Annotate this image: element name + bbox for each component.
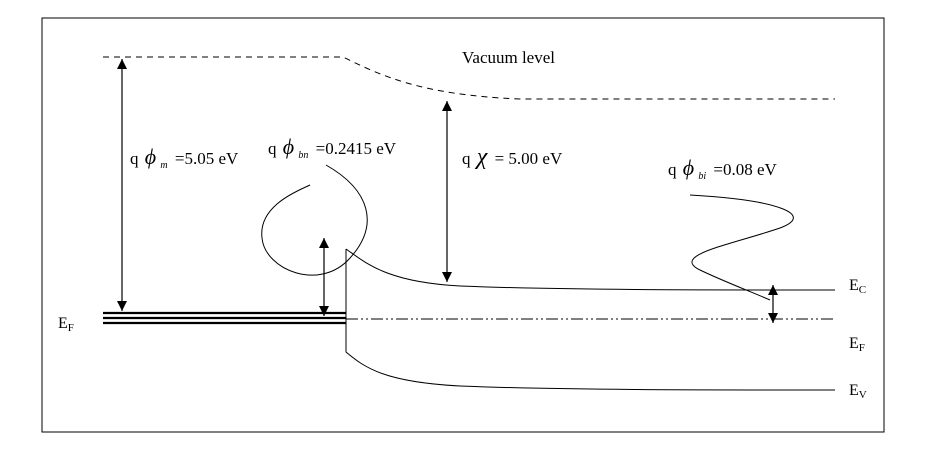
valence-band-edge bbox=[345, 320, 836, 391]
conduction-band-edge bbox=[345, 248, 836, 320]
conduction-band-label: EC bbox=[849, 277, 866, 296]
semiconductor-fermi-label: EF bbox=[849, 335, 865, 354]
metal-fermi-level bbox=[103, 311, 346, 325]
work-function-label: q ϕ m =5.05 eV bbox=[130, 144, 239, 172]
metal-fermi-label: EF bbox=[58, 315, 74, 334]
barrier-height-label: q ϕ bn =0.2415 eV bbox=[268, 134, 397, 162]
built-in-potential-label: q ϕ bi =0.08 eV bbox=[668, 155, 778, 183]
diagram-frame bbox=[41, 17, 885, 433]
barrier-height-leader bbox=[261, 164, 368, 276]
vacuum-level-label: Vacuum level bbox=[462, 48, 555, 67]
vacuum-level-line bbox=[103, 56, 835, 100]
valence-band-label: EV bbox=[849, 382, 867, 401]
built-in-potential-leader bbox=[689, 194, 794, 301]
electron-affinity-label: q χ = 5.00 eV bbox=[462, 144, 563, 170]
